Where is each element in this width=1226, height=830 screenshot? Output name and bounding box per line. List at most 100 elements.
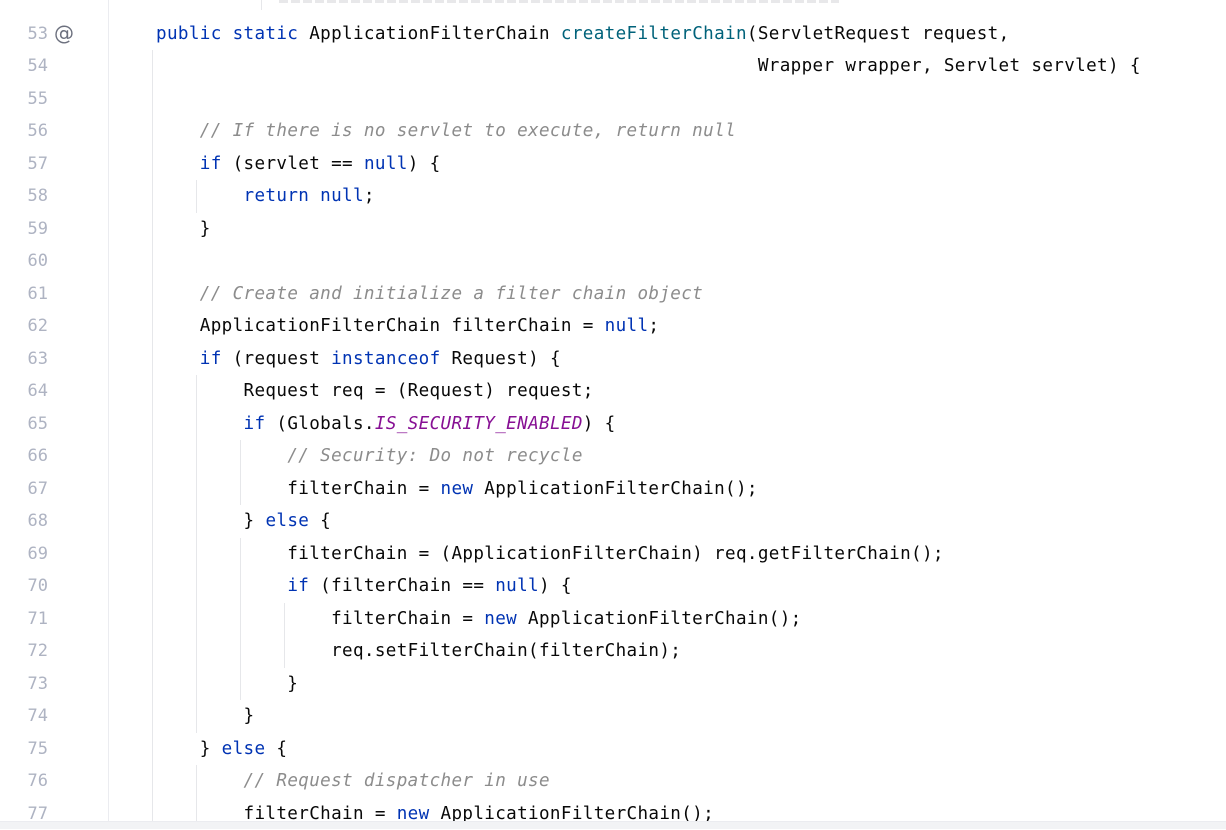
line-number: 60 [0, 245, 48, 278]
override-annotation-icon[interactable]: @ [54, 17, 74, 50]
comment-token: // Create and initialize a filter chain … [200, 284, 703, 304]
code-token: (request [222, 349, 331, 369]
method-name-token: createFilterChain [561, 24, 747, 44]
code-line[interactable]: Request req = (Request) request; [156, 375, 594, 408]
bottom-bar [0, 821, 1226, 829]
code-line[interactable]: if (request instanceof Request) { [156, 343, 561, 376]
code-token: Request) { [441, 349, 561, 369]
line-number: 73 [0, 668, 48, 701]
indent-guide [152, 798, 153, 823]
line-number: 58 [0, 180, 48, 213]
keyword-token: else [265, 511, 309, 531]
keyword-token: if [287, 576, 309, 596]
code-line[interactable]: } [156, 213, 211, 246]
keyword-token: new [484, 609, 517, 629]
line-number: 57 [0, 148, 48, 181]
code-token [156, 349, 200, 369]
code-line[interactable]: if (Globals.IS_SECURITY_ENABLED) { [156, 408, 616, 441]
code-token: (Globals. [265, 414, 374, 434]
code-token: ApplicationFilterChain(); [430, 804, 715, 823]
line-number: 76 [0, 765, 48, 798]
code-line[interactable]: filterChain = new ApplicationFilterChain… [156, 798, 714, 823]
code-line[interactable]: if (filterChain == null) { [156, 570, 572, 603]
static-field-token: IS_SECURITY_ENABLED [375, 414, 583, 434]
indent-guide [152, 310, 153, 343]
indent-guide [152, 473, 153, 506]
line-number: 66 [0, 440, 48, 473]
code-token [156, 771, 244, 791]
line-number: 61 [0, 278, 48, 311]
code-token: ApplicationFilterChain(); [473, 479, 758, 499]
line-number: 53 [0, 18, 48, 51]
code-line[interactable]: ApplicationFilterChain filterChain = nul… [156, 310, 659, 343]
keyword-token: instanceof [331, 349, 440, 369]
code-line[interactable]: filterChain = (ApplicationFilterChain) r… [156, 538, 944, 571]
line-number: 72 [0, 635, 48, 668]
code-line[interactable]: req.setFilterChain(filterChain); [156, 635, 681, 668]
code-editor[interactable]: public static ApplicationFilterChain cre… [109, 0, 1226, 822]
code-line[interactable]: filterChain = new ApplicationFilterChain… [156, 603, 802, 636]
code-token: { [265, 739, 287, 759]
keyword-token: new [441, 479, 474, 499]
keyword-token: null [495, 576, 539, 596]
code-token: (filterChain == [309, 576, 495, 596]
line-number: 63 [0, 343, 48, 376]
code-token: filterChain = [156, 609, 484, 629]
keyword-token: if [200, 349, 222, 369]
code-line[interactable]: } else { [156, 505, 331, 538]
code-token [156, 414, 244, 434]
code-line[interactable]: } else { [156, 733, 287, 766]
code-line[interactable]: return null; [156, 180, 375, 213]
code-token [156, 446, 287, 466]
code-line[interactable]: // Create and initialize a filter chain … [156, 278, 703, 311]
keyword-token: new [397, 804, 430, 823]
code-line[interactable]: public static ApplicationFilterChain cre… [156, 18, 1010, 51]
indent-guide [152, 505, 153, 538]
code-line[interactable]: Wrapper wrapper, Servlet servlet) { [156, 50, 1141, 83]
indent-guide [152, 440, 153, 473]
line-number: 67 [0, 473, 48, 506]
indent-guide [152, 115, 153, 148]
code-line[interactable]: // Request dispatcher in use [156, 765, 550, 798]
code-token [156, 121, 200, 141]
code-token [156, 576, 287, 596]
indent-guide [261, 0, 262, 10]
indent-guide [152, 343, 153, 376]
comment-token: // If there is no servlet to execute, re… [200, 121, 736, 141]
code-token: ) { [539, 576, 572, 596]
code-line[interactable]: // If there is no servlet to execute, re… [156, 115, 736, 148]
indent-guide [152, 375, 153, 408]
comment-token: // Request dispatcher in use [244, 771, 550, 791]
line-number: 56 [0, 115, 48, 148]
code-token: ApplicationFilterChain filterChain = [156, 316, 605, 336]
code-line[interactable]: } [156, 668, 298, 701]
code-line[interactable]: if (servlet == null) { [156, 148, 441, 181]
indent-guide [152, 635, 153, 668]
keyword-token: public static [156, 24, 309, 44]
code-token: } [156, 511, 265, 531]
line-number: 59 [0, 213, 48, 246]
code-token: { [309, 511, 331, 531]
code-token: filterChain = [156, 479, 441, 499]
indent-guide [152, 213, 153, 246]
line-number: 65 [0, 408, 48, 441]
code-token: ) { [408, 154, 441, 174]
line-number: 71 [0, 603, 48, 636]
code-token: Wrapper wrapper, Servlet servlet) { [156, 56, 1141, 76]
comment-token: // Security: Do not recycle [287, 446, 582, 466]
code-token: ; [648, 316, 659, 336]
keyword-token: null [605, 316, 649, 336]
indent-guide [152, 668, 153, 701]
line-number: 68 [0, 505, 48, 538]
indent-guide [152, 408, 153, 441]
code-token: filterChain = [156, 804, 397, 823]
keyword-token: else [222, 739, 266, 759]
code-line[interactable]: // Security: Do not recycle [156, 440, 583, 473]
indent-guide [152, 180, 153, 213]
code-line[interactable]: filterChain = new ApplicationFilterChain… [156, 473, 758, 506]
line-number: 69 [0, 538, 48, 571]
code-line[interactable]: } [156, 700, 254, 733]
line-number: 75 [0, 733, 48, 766]
indent-guide [152, 83, 153, 116]
